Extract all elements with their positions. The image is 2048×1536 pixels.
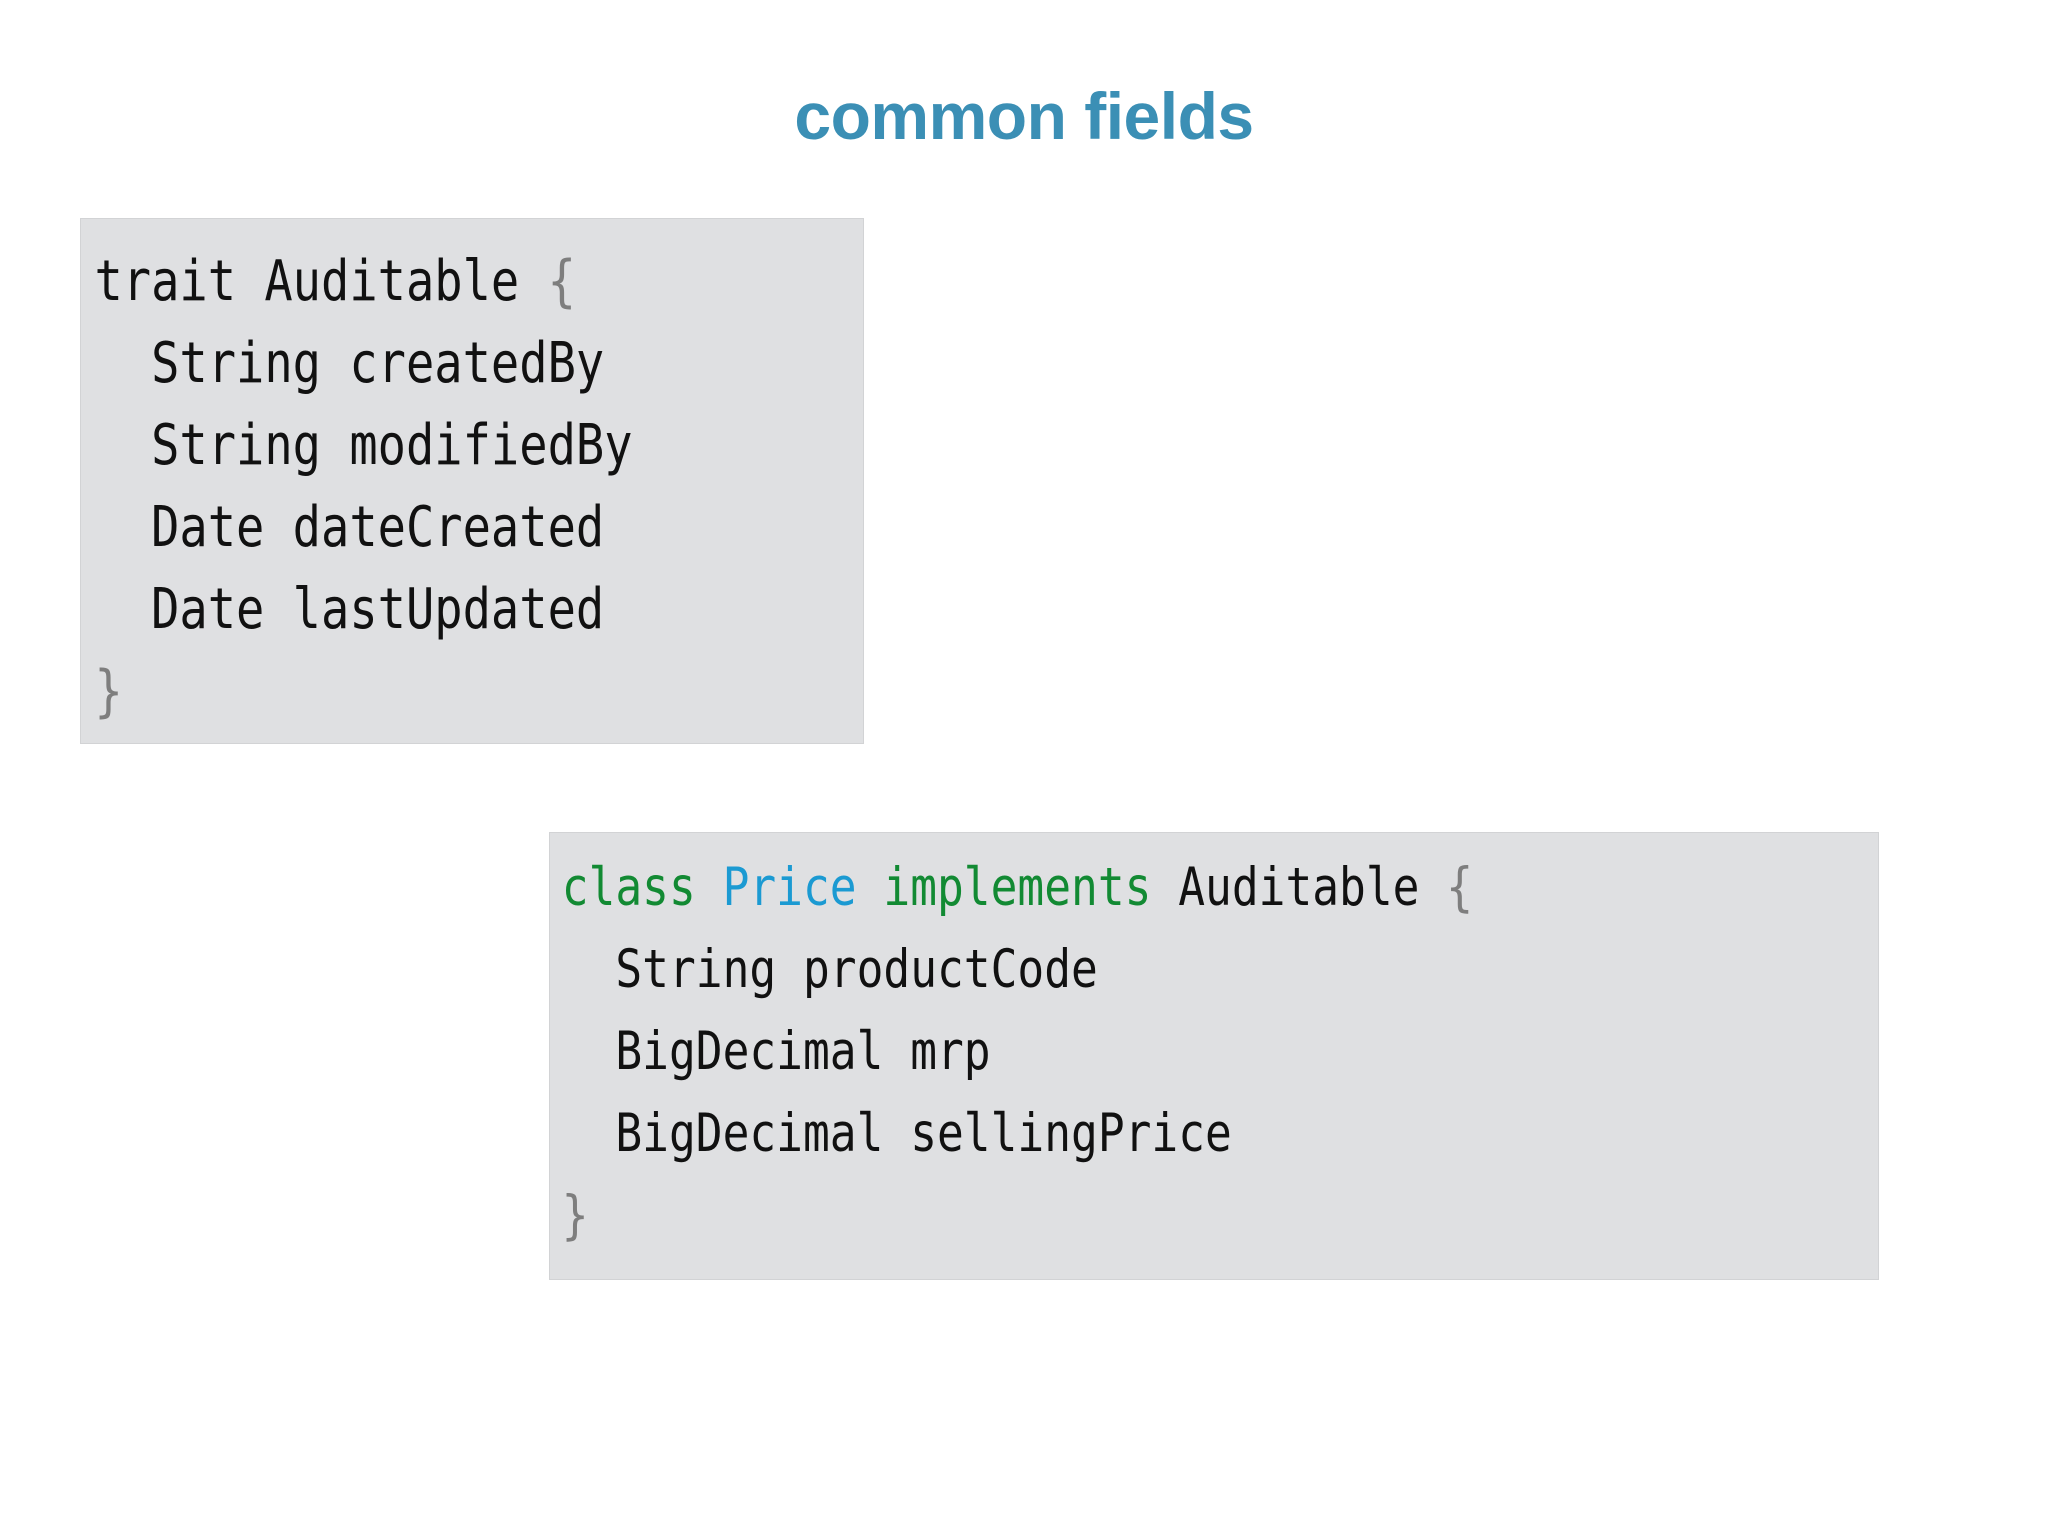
code-line: BigDecimal mrp	[550, 1011, 1666, 1093]
code-token-type: Price	[722, 857, 884, 918]
code-panel-auditable: trait Auditable { String createdBy Strin…	[80, 218, 864, 744]
code-panel-price: class Price implements Auditable { Strin…	[549, 832, 1879, 1280]
code-token-brace: }	[94, 659, 123, 724]
code-line: }	[81, 651, 738, 733]
code-lines-price: class Price implements Auditable { Strin…	[550, 833, 1878, 1257]
code-token-plain: trait Auditable	[94, 249, 548, 314]
code-token-plain: String productCode	[561, 939, 1098, 1000]
code-card-auditable: trait Auditable { String createdBy Strin…	[58, 198, 878, 768]
code-line: String modifiedBy	[81, 405, 738, 487]
code-token-keyword: class	[561, 857, 723, 918]
code-line: Date lastUpdated	[81, 569, 738, 651]
code-token-brace: {	[1446, 857, 1474, 918]
code-token-brace: }	[561, 1185, 589, 1246]
code-line: String createdBy	[81, 323, 738, 405]
code-token-brace: {	[547, 249, 576, 314]
code-card-price: class Price implements Auditable { Strin…	[527, 812, 1895, 1302]
code-token-plain: String createdBy	[94, 331, 605, 396]
code-lines-auditable: trait Auditable { String createdBy Strin…	[81, 219, 863, 733]
code-line: BigDecimal sellingPrice	[550, 1093, 1666, 1175]
code-line: }	[550, 1175, 1666, 1257]
code-token-plain: String modifiedBy	[94, 413, 633, 478]
code-line: Date dateCreated	[81, 487, 738, 569]
code-token-plain: Auditable	[1178, 857, 1447, 918]
code-token-plain: Date dateCreated	[94, 495, 605, 560]
page-title: common fields	[794, 79, 1254, 153]
code-token-keyword: implements	[883, 857, 1179, 918]
code-token-plain: BigDecimal mrp	[561, 1021, 991, 1082]
code-line: trait Auditable {	[81, 241, 738, 323]
code-token-plain: Date lastUpdated	[94, 577, 605, 642]
code-line: class Price implements Auditable {	[550, 847, 1666, 929]
code-token-plain: BigDecimal sellingPrice	[561, 1103, 1232, 1164]
code-line: String productCode	[550, 929, 1666, 1011]
